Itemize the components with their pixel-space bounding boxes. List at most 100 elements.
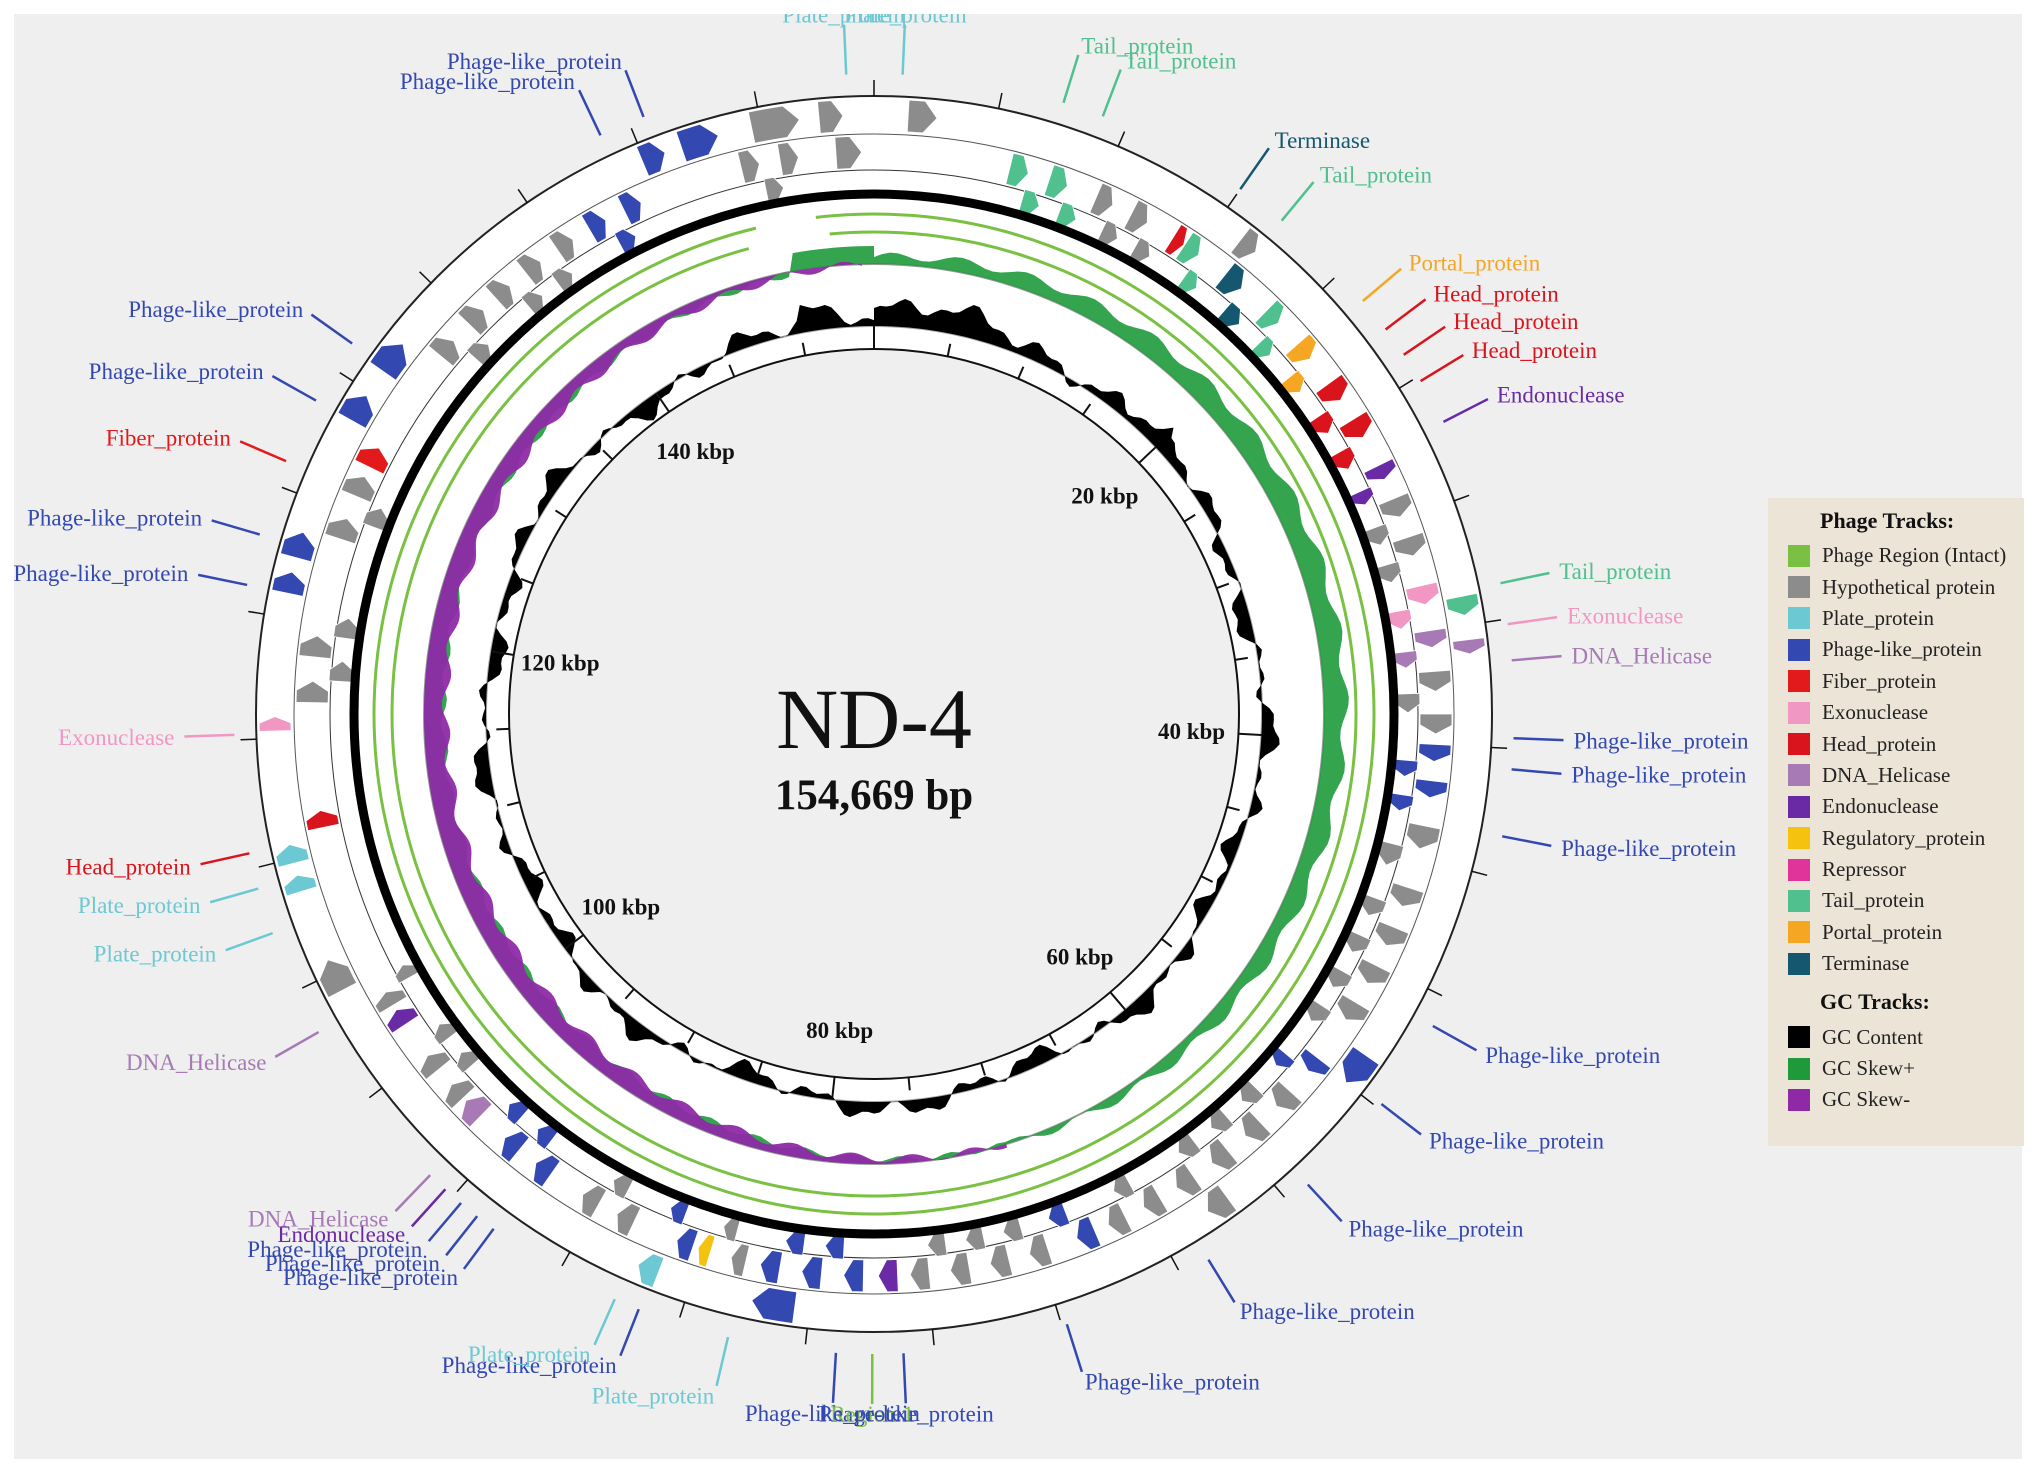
ruler-tick (655, 392, 670, 413)
annotation-leader (1442, 397, 1489, 424)
annotation-label: DNA_Helicase (1572, 643, 1713, 668)
legend-label: Repressor (1822, 857, 1906, 882)
ruler-tick (801, 342, 807, 356)
gene-phage_like (532, 1154, 561, 1188)
outer-scale-tick (1491, 746, 1508, 750)
kbp-tick-label: 140 kbp (656, 439, 735, 464)
legend-swatch (1788, 764, 1810, 787)
outer-scale-tick (1117, 131, 1126, 147)
gene-phage_like (1299, 1047, 1332, 1076)
gene-phage_like (616, 191, 642, 226)
gene-phage_like (1341, 1045, 1380, 1084)
gene-hypothetical (374, 989, 408, 1014)
legend-label: Fiber_protein (1822, 668, 1937, 693)
gene-tail (1254, 299, 1285, 330)
legend-label: Plate_protein (1822, 605, 1934, 630)
outer-scale-tick (301, 980, 318, 989)
annotation-leader (831, 1352, 838, 1403)
ruler-tick (1109, 991, 1126, 1011)
gene-hypothetical (1391, 531, 1427, 557)
annotation-label: Tail_protein (1320, 162, 1433, 187)
outer-ring-divider (293, 133, 1455, 1295)
outer-scale-tick (1054, 1304, 1061, 1321)
ruler-tick (602, 449, 614, 461)
annotation-label: Phage-like_protein (1348, 1217, 1524, 1242)
legend-label: GC Skew+ (1822, 1056, 1915, 1081)
gene-hypothetical (298, 635, 333, 660)
gene-phage_like (750, 1286, 798, 1325)
annotation-label: Head_protein (66, 854, 192, 879)
annotation-leader (427, 1202, 462, 1242)
gene-phage_like (676, 1227, 699, 1262)
gene-hypothetical (1174, 1162, 1203, 1197)
annotation-label: Head_protein (1472, 338, 1598, 363)
annotation-label: Phage-like_protein (1571, 763, 1747, 788)
legend-swatch (1788, 607, 1810, 630)
annotation-leader (619, 1308, 640, 1357)
legend-phage-item: Exonuclease (1788, 697, 2024, 728)
gene-hypothetical (1377, 492, 1413, 518)
legend-label: DNA_Helicase (1822, 762, 1951, 787)
annotation-label: Plate_protein (78, 893, 201, 918)
outer-scale-tick (248, 610, 265, 615)
annotation-leader (462, 1227, 495, 1270)
gene-hypothetical (1089, 182, 1114, 217)
annotation-leader (445, 1215, 479, 1257)
gene-hypothetical (730, 1243, 750, 1278)
ruler-tick (1017, 366, 1025, 380)
gene-plate (637, 1253, 665, 1289)
legend-phage-item: Terminase (1788, 948, 2024, 979)
annotation-label: Phage-like_protein (745, 1401, 921, 1426)
annotation-leader (1511, 654, 1562, 662)
gene-phage_like (500, 1130, 530, 1163)
ruler-tick (1160, 938, 1173, 948)
outer-scale-tick (1273, 1184, 1286, 1198)
annotation-leader (1101, 69, 1122, 117)
legend-swatch (1788, 1026, 1810, 1049)
annotation-label: Phage-like_protein (447, 49, 623, 74)
annotation-leader (394, 1174, 432, 1212)
annotation-leader (1362, 267, 1402, 302)
annotation-label: Endonuclease (277, 1222, 405, 1247)
annotation-label: Head_protein (1434, 281, 1560, 306)
phage-region-arc (390, 230, 1358, 1198)
gene-dna_helicase (1451, 637, 1486, 655)
annotation-label: Portal_protein (1409, 250, 1541, 275)
gene-hypothetical (1389, 882, 1425, 907)
annotation-label: Phage-like_protein (1485, 1043, 1661, 1068)
annotation-label: Phage-like_protein (1085, 1369, 1261, 1394)
legend-label: Phage-like_protein (1822, 637, 1982, 662)
annotation-leader (1500, 571, 1550, 585)
annotation-leader (197, 573, 248, 587)
gene-phage_like (675, 123, 720, 163)
gene-tail (1005, 152, 1029, 188)
legend-phage-item: Portal_protein (1788, 917, 2024, 948)
legend-label: Regulatory_protein (1822, 825, 1986, 850)
annotation-leader (1062, 54, 1080, 104)
gene-phage_like (1418, 743, 1452, 762)
gene-exonuclease (1405, 581, 1440, 606)
gene-hypothetical (340, 476, 376, 503)
outer-scale-tick (517, 188, 528, 203)
gene-hypothetical (1418, 669, 1452, 692)
genome-name: ND-4 (776, 671, 972, 767)
gene-hypothetical (419, 1051, 452, 1081)
outer-scale-tick (339, 371, 354, 382)
annotation-leader (593, 1298, 616, 1346)
legend-label: GC Skew- (1822, 1087, 1911, 1112)
legend-swatch (1788, 889, 1810, 912)
annotation-leader (902, 1353, 908, 1404)
gene-phage_like (368, 343, 408, 382)
annotation-label: Terminase (1275, 128, 1370, 153)
annotation-label: Phage-like_protein (247, 1237, 423, 1262)
legend-label: GC Content (1822, 1024, 1923, 1049)
kbp-tick-label: 80 kbp (806, 1018, 873, 1043)
ruler-tick (687, 1031, 696, 1044)
outer-scale-tick (281, 486, 298, 494)
legend-swatch (1788, 576, 1810, 599)
gene-hypothetical (747, 105, 801, 144)
annotation-label: Tail_protein (1559, 559, 1672, 584)
gene-dna_helicase (1413, 627, 1448, 649)
legend-gc-item: GC Content (1788, 1021, 2024, 1052)
